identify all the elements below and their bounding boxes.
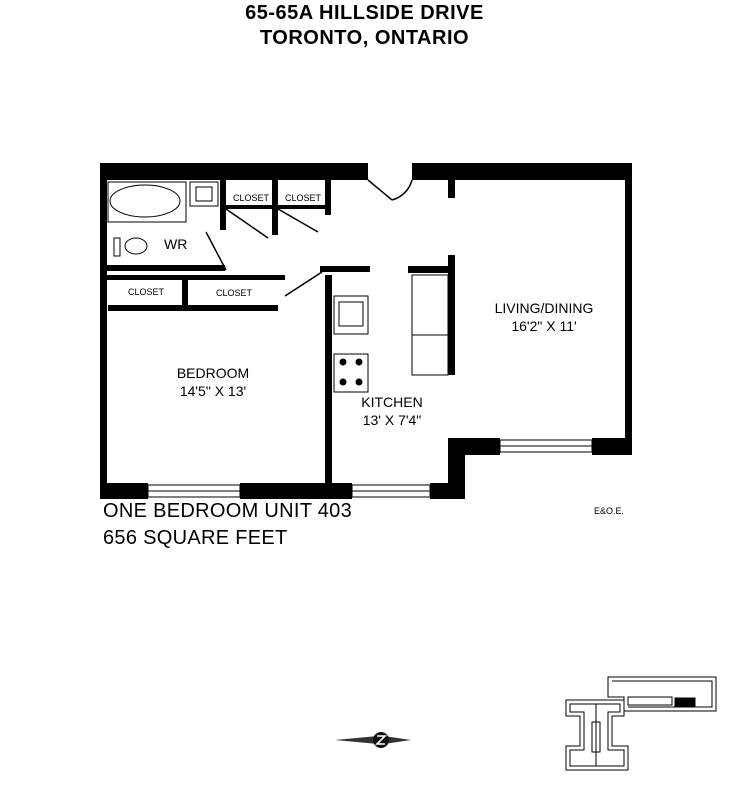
building-address: 65-65A HILLSIDE DRIVE: [245, 2, 484, 24]
building-city: TORONTO, ONTARIO: [259, 27, 470, 49]
closet-label: CLOSET: [216, 288, 253, 298]
bedroom-label: BEDROOM: [177, 365, 249, 381]
unit-title: ONE BEDROOM UNIT 403: [103, 500, 353, 522]
closet-label: CLOSET: [285, 193, 322, 203]
closet-label: CLOSET: [128, 287, 165, 297]
washroom-label: WR: [164, 236, 187, 252]
doors: [205, 179, 413, 297]
walls: [100, 163, 632, 499]
windows: [147, 439, 593, 498]
living-dining-label: LIVING/DINING: [495, 300, 594, 316]
bedroom-size: 14'5" X 13': [180, 383, 246, 399]
key-plan-icon: [565, 676, 717, 771]
unit-area: 656 SQUARE FEET: [103, 527, 288, 549]
kitchen-size: 13' X 7'4": [363, 412, 422, 428]
closet-label: CLOSET: [233, 193, 270, 203]
compass-icon: [335, 732, 411, 748]
disclaimer: E&O.E.: [594, 506, 625, 516]
fixtures: [107, 181, 449, 393]
living-dining-size: 16'2" X 11': [511, 318, 576, 334]
kitchen-label: KITCHEN: [361, 394, 422, 410]
